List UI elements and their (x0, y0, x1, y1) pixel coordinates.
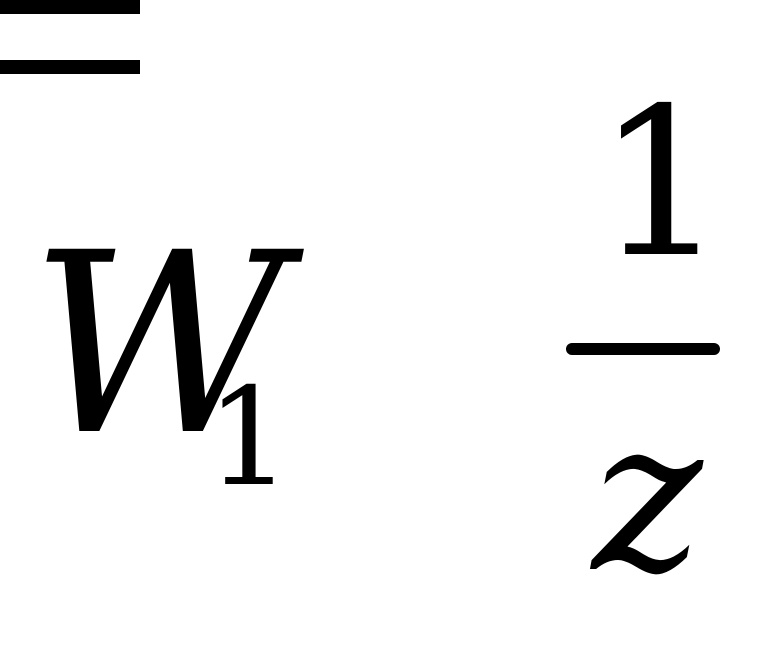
fraction-denominator: z (592, 374, 703, 619)
equals-top-bar (0, 0, 140, 14)
equals-bottom-bar (0, 60, 140, 74)
equals-sign (0, 0, 140, 76)
variable-subscript: 1 (206, 359, 292, 516)
fraction-bar (566, 343, 720, 355)
fraction-numerator: 1 (596, 65, 727, 303)
variable-w: W (30, 199, 287, 490)
